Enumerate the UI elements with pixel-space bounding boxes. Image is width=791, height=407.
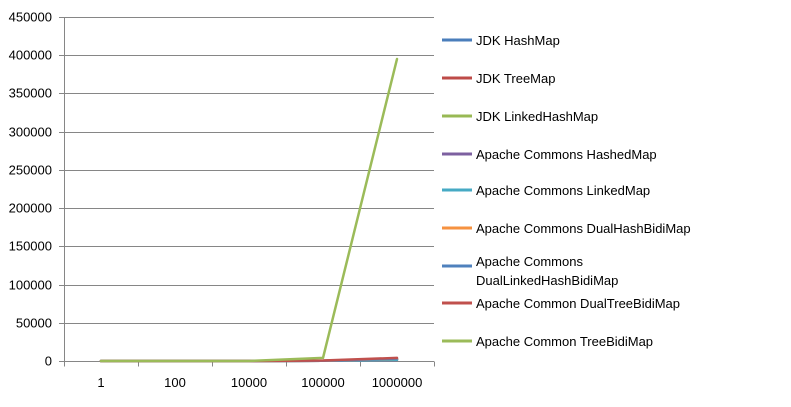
legend-label: Apache Common TreeBidiMap — [476, 334, 653, 349]
legend-label: JDK HashMap — [476, 33, 560, 48]
series-line — [99, 57, 399, 363]
y-tick-label: 150000 — [9, 239, 52, 254]
legend-item: Apache Common DualTreeBidiMap — [442, 296, 680, 311]
legend-item: JDK HashMap — [442, 33, 560, 48]
axes: 0 50000 100000 150000 200000 250000 300000 3500… — [9, 10, 435, 390]
y-tick-label: 300000 — [9, 125, 52, 140]
legend-item: Apache Common TreeBidiMap — [442, 334, 653, 349]
x-tick-label: 100000 — [301, 375, 344, 390]
x-tick-label: 100 — [164, 375, 186, 390]
legend-item: JDK TreeMap — [442, 71, 555, 86]
x-tick-label: 10000 — [231, 375, 267, 390]
legend-label: JDK TreeMap — [476, 71, 555, 86]
legend-label: Apache Commons DualHashBidiMap — [476, 221, 691, 236]
gridlines — [64, 17, 434, 324]
y-tick-label: 400000 — [9, 48, 52, 63]
legend-label: Apache Commons LinkedMap — [476, 183, 650, 198]
y-tick-label: 50000 — [16, 316, 52, 331]
series-lines — [99, 57, 399, 363]
y-tick-label: 450000 — [9, 10, 52, 25]
legend-label: Apache Commons HashedMap — [476, 147, 657, 162]
y-tick-label: 250000 — [9, 163, 52, 178]
legend-item: Apache Commons DualHashBidiMap — [442, 221, 691, 236]
legend-item: JDK LinkedHashMap — [442, 109, 598, 124]
y-tick-label: 0 — [45, 354, 52, 369]
x-tick-label: 1000000 — [372, 375, 423, 390]
legend-label: Apache Common DualTreeBidiMap — [476, 296, 680, 311]
y-tick-label: 200000 — [9, 201, 52, 216]
x-tick-label: 1 — [97, 375, 104, 390]
y-tick-label: 100000 — [9, 278, 52, 293]
legend-item: Apache Commons LinkedMap — [442, 183, 650, 198]
legend-item: Apache Commons HashedMap — [442, 147, 657, 162]
y-tick-label: 350000 — [9, 86, 52, 101]
legend-label: JDK LinkedHashMap — [476, 109, 598, 124]
